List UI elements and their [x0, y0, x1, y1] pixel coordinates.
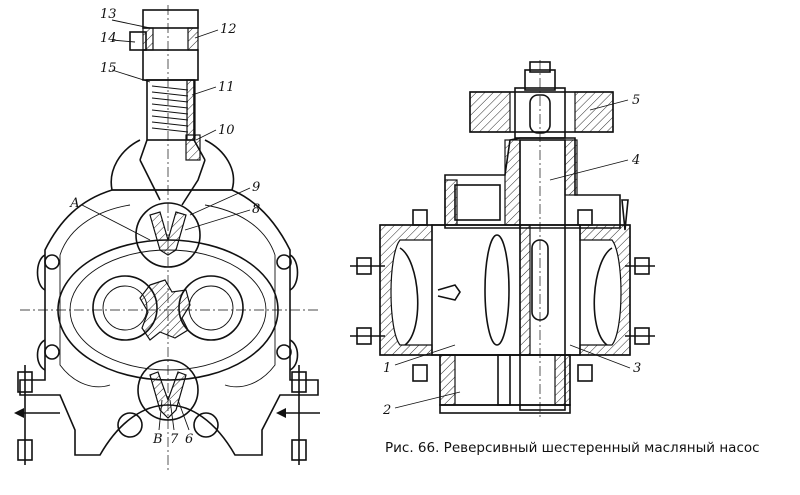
lower-gears — [439, 354, 571, 414]
label-12: 12 — [220, 22, 237, 37]
label-3: 3 — [633, 361, 641, 376]
label-11: 11 — [218, 80, 235, 95]
label-1: 1 — [383, 361, 391, 376]
label-B: В — [152, 432, 163, 447]
label-15: 15 — [100, 61, 117, 76]
label-13: 13 — [100, 7, 117, 22]
label-10: 10 — [218, 123, 235, 138]
label-2: 2 — [382, 403, 391, 418]
shaft-housing-4 — [444, 137, 621, 411]
label-6: 6 — [185, 432, 193, 447]
mounting-bolts — [17, 365, 307, 465]
valve-column — [129, 9, 206, 161]
leader-lines-right — [394, 99, 631, 409]
label-8: 8 — [252, 202, 260, 217]
figure-caption: Рис. 66. Реверсивный шестеренный масляны… — [385, 440, 760, 456]
label-14: 14 — [100, 31, 117, 46]
leader-lines-left — [81, 19, 251, 431]
pump-body-side — [379, 224, 631, 356]
right-view-longitudinal-section: 5 4 1 3 2 — [350, 60, 655, 420]
label-9: 9 — [252, 180, 260, 195]
pump-body — [19, 189, 319, 456]
top-gear-5 — [469, 61, 614, 139]
flow-arrows — [14, 408, 320, 418]
studs — [350, 199, 655, 382]
label-5: 5 — [632, 93, 640, 108]
label-A: А — [69, 196, 80, 211]
left-view-cross-section: 13 12 14 15 11 10 9 А 8 В 7 6 — [14, 5, 320, 470]
spring — [151, 85, 189, 133]
label-7: 7 — [170, 432, 179, 447]
label-4: 4 — [631, 153, 640, 168]
